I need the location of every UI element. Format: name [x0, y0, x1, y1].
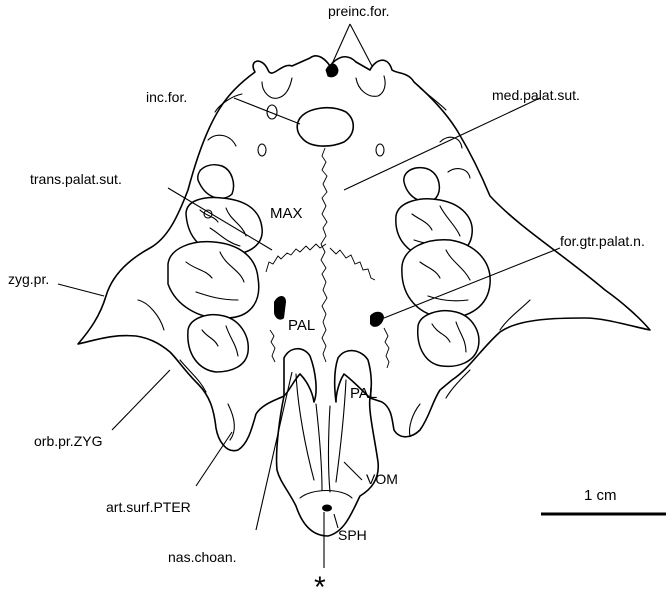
label-pal-right: PAL	[350, 385, 377, 402]
label-for-gtr-palat-n: for.gtr.palat.n.	[560, 233, 645, 249]
sutures	[266, 148, 389, 368]
label-max: MAX	[270, 205, 303, 222]
label-preinc-for: preinc.for.	[328, 3, 389, 19]
label-pal-left: PAL	[288, 317, 315, 334]
skull-outline	[78, 56, 650, 536]
sphenoid-foramen	[322, 505, 332, 512]
transverse-palatal-suture-left	[266, 244, 326, 272]
median-palatal-suture	[321, 148, 327, 362]
preincisive-foramen	[326, 64, 338, 77]
small-foramen-left-2	[258, 144, 266, 156]
greater-palatine-foramen-left	[274, 296, 286, 320]
palatine-lateral-suture-right	[384, 328, 389, 368]
label-trans-palat-sut: trans.palat.sut.	[30, 171, 122, 187]
label-med-palat-sut: med.palat.sut.	[492, 87, 580, 103]
teeth-right	[396, 168, 490, 367]
label-nas-choan: nas.choan.	[168, 549, 237, 565]
transverse-palatal-suture-right	[330, 248, 375, 280]
small-foramen-right	[376, 144, 384, 156]
incisive-foramen	[297, 108, 353, 146]
scale-bar: 1 cm	[541, 487, 666, 514]
palatine-lateral-suture-left	[270, 330, 275, 362]
label-zyg-pr: zyg.pr.	[8, 271, 49, 287]
label-asterisk: *	[314, 571, 326, 597]
label-vom: VOM	[366, 471, 398, 487]
scale-bar-label: 1 cm	[584, 487, 617, 504]
greater-palatine-foramen-right	[370, 312, 384, 327]
label-inc-for: inc.for.	[146, 89, 187, 105]
label-art-surf-pter: art.surf.PTER	[106, 499, 191, 515]
label-orb-pr-zyg: orb.pr.ZYG	[34, 433, 102, 449]
label-sph: SPH	[338, 527, 367, 543]
